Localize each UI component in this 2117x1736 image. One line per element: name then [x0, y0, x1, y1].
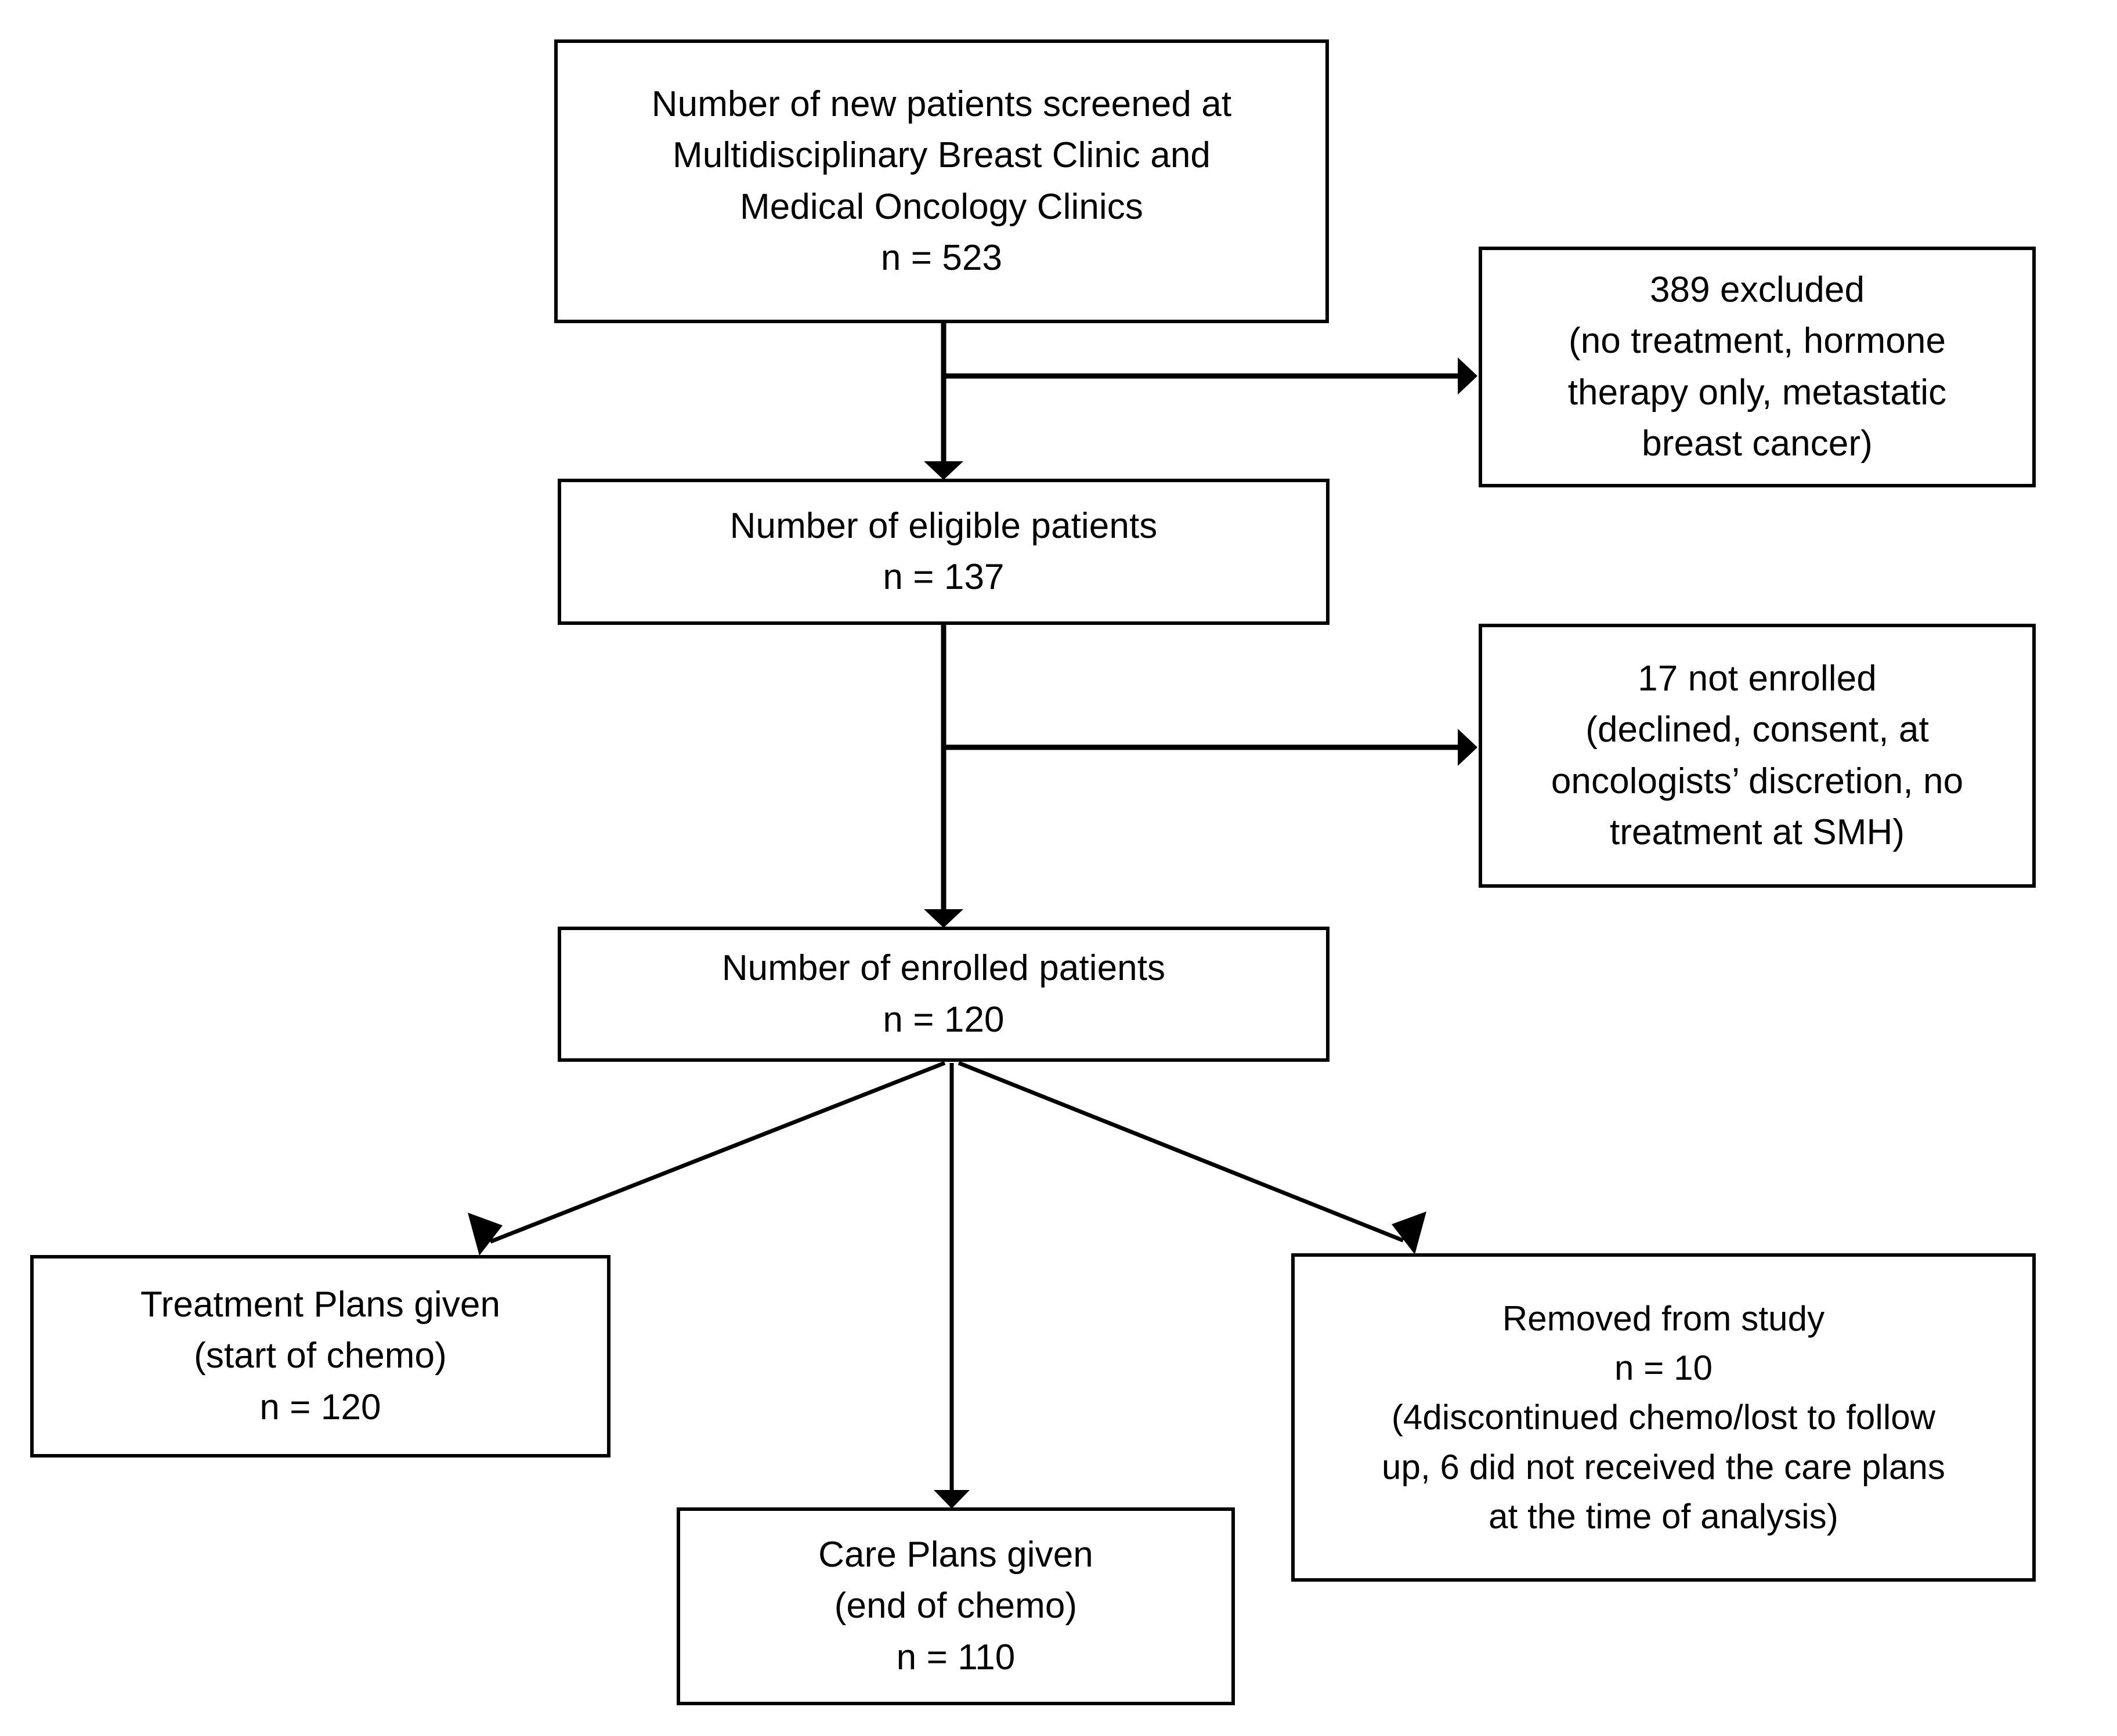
- node-line: (end of chemo): [834, 1586, 1078, 1626]
- node-enrolled-patients: Number of enrolled patients n = 120: [558, 927, 1330, 1062]
- edge-enrolled-to-care-plans: [934, 1063, 970, 1509]
- edge-enrolled-to-removed: [958, 1061, 1426, 1254]
- edge-eligible-to-enrolled: [924, 625, 963, 928]
- node-count: n = 523: [880, 237, 1003, 278]
- node-line: Care Plans given: [818, 1535, 1093, 1575]
- node-count: n = 120: [259, 1387, 381, 1427]
- node-count: n = 120: [883, 999, 1005, 1040]
- node-line: oncologists’ discretion, no: [1551, 761, 1964, 801]
- node-line: at the time of analysis): [1489, 1496, 1838, 1536]
- node-line: Number of eligible patients: [729, 505, 1158, 546]
- node-line: (start of chemo): [194, 1336, 447, 1376]
- node-line: Treatment Plans given: [140, 1285, 501, 1325]
- node-count: n = 110: [896, 1637, 1016, 1677]
- node-not-enrolled-patients: 17 not enrolled (declined, consent, at o…: [1479, 624, 2036, 888]
- node-line: 389 excluded: [1649, 270, 1865, 310]
- edge-screened-to-eligible: [924, 323, 963, 480]
- node-line: Number of enrolled patients: [721, 948, 1166, 989]
- node-care-plans-given: Care Plans given (end of chemo) n = 110: [677, 1507, 1235, 1705]
- edge-eligible-to-not-enrolled: [944, 729, 1477, 766]
- node-eligible-patients: Number of eligible patients n = 137: [558, 479, 1330, 625]
- node-line: Number of new patients screened at: [651, 84, 1232, 125]
- edge-screened-to-excluded: [944, 357, 1477, 395]
- node-line: breast cancer): [1642, 423, 1873, 464]
- node-line: (declined, consent, at: [1585, 710, 1929, 750]
- node-removed-from-study: Removed from study n = 10 (4discontinued…: [1291, 1253, 2036, 1582]
- node-line: (4discontinued chemo/lost to follow: [1391, 1398, 1936, 1437]
- node-line: Medical Oncology Clinics: [740, 186, 1143, 227]
- node-line: Removed from study: [1502, 1299, 1825, 1339]
- node-line: up, 6 did not received the care plans: [1382, 1447, 1945, 1487]
- node-line: therapy only, metastatic: [1567, 372, 1947, 413]
- node-line: (no treatment, hormone: [1568, 321, 1946, 361]
- node-count: n = 137: [883, 557, 1005, 597]
- node-line: 17 not enrolled: [1638, 659, 1877, 699]
- node-line: Multidisciplinary Breast Clinic and: [673, 135, 1211, 176]
- edge-enrolled-to-treatment-plans: [468, 1061, 946, 1256]
- node-excluded-patients: 389 excluded (no treatment, hormone ther…: [1479, 247, 2036, 487]
- node-line: treatment at SMH): [1609, 812, 1905, 852]
- node-treatment-plans-given: Treatment Plans given (start of chemo) n…: [30, 1255, 610, 1457]
- node-new-patients-screened: Number of new patients screened at Multi…: [554, 39, 1329, 323]
- node-count: n = 10: [1614, 1348, 1713, 1388]
